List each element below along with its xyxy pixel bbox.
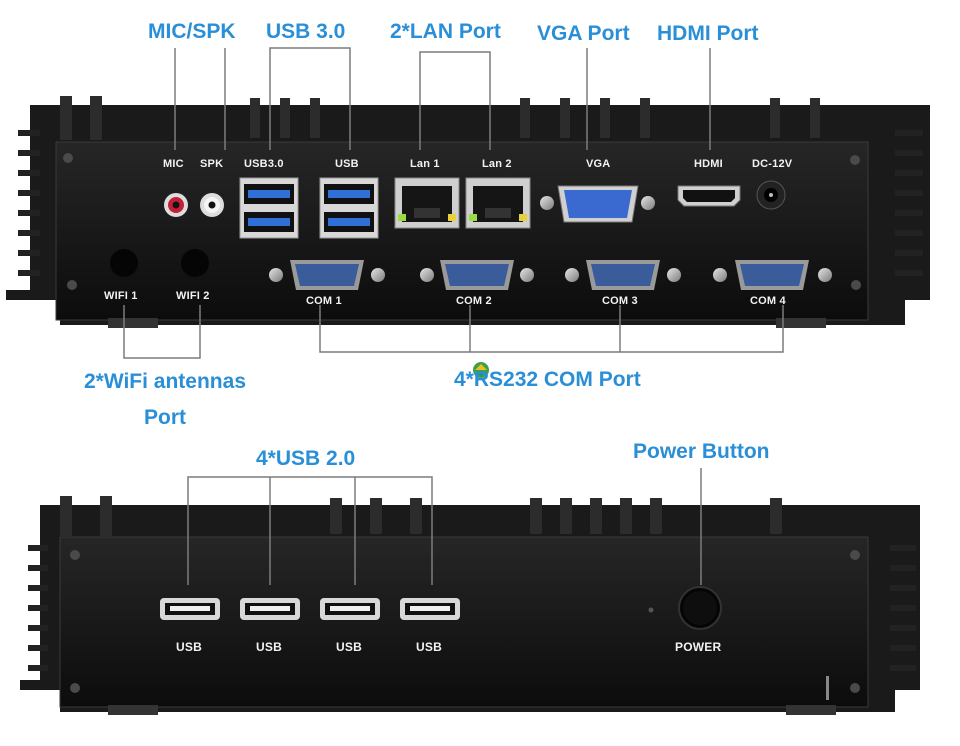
com4-port <box>713 260 832 290</box>
callout-lines <box>123 47 784 585</box>
spk-label: SPK <box>200 158 224 170</box>
com2-label: COM 2 <box>456 295 492 307</box>
front-usb-label-2: USB <box>256 640 282 654</box>
front-usb-2 <box>240 598 300 620</box>
lan2-label: Lan 2 <box>482 158 512 170</box>
wifi2-label: WIFI 2 <box>176 290 210 302</box>
wifi-callout-line2: Port <box>144 406 186 429</box>
power-led <box>648 607 654 613</box>
vga-label: VGA <box>586 158 611 170</box>
com2-port <box>420 260 534 290</box>
usb3-stack-1 <box>239 177 299 239</box>
usb30-callout: USB 3.0 <box>266 20 346 43</box>
wifi1-label: WIFI 1 <box>104 290 138 302</box>
front-usb-label-1: USB <box>176 640 202 654</box>
rear-chassis <box>6 96 930 328</box>
usb3-stack-2 <box>319 177 379 239</box>
hdmi-label: HDMI <box>694 158 723 170</box>
com1-label: COM 1 <box>306 295 342 307</box>
mic-label: MIC <box>163 158 184 170</box>
com1-port <box>269 260 385 290</box>
power-label: POWER <box>675 640 722 654</box>
com3-label: COM 3 <box>602 295 638 307</box>
front-usb-4 <box>400 598 460 620</box>
wifi-callout-line1: 2*WiFi antennas <box>83 370 246 393</box>
lan1-label: Lan 1 <box>410 158 440 170</box>
wifi2-hole <box>181 249 209 277</box>
wifi1-hole <box>110 249 138 277</box>
lan1-port <box>394 177 460 229</box>
dc-jack <box>756 180 786 210</box>
dc-label: DC-12V <box>752 158 793 170</box>
power-button <box>678 586 722 630</box>
com4-label: COM 4 <box>750 295 786 307</box>
front-usb-label-4: USB <box>416 640 442 654</box>
power-callout: Power Button <box>633 440 770 463</box>
hdmi-callout: HDMI Port <box>657 22 759 45</box>
spk-jack <box>200 193 224 217</box>
mic-spk-callout: MIC/SPK <box>148 20 236 43</box>
com-callout: 4*RS232 COM Port <box>454 368 641 391</box>
usb20-callout: 4*USB 2.0 <box>256 447 356 470</box>
front-usb-3 <box>320 598 380 620</box>
lan2-port <box>465 177 531 229</box>
usb-label: USB <box>335 158 359 170</box>
front-usb-label-3: USB <box>336 640 362 654</box>
usb30-label: USB3.0 <box>244 158 284 170</box>
watermark-logo-icon <box>473 362 489 378</box>
front-usb-1 <box>160 598 220 620</box>
vga-port <box>540 185 655 223</box>
lan-callout: 2*LAN Port <box>390 20 501 43</box>
vga-callout: VGA Port <box>537 22 630 45</box>
front-chassis <box>20 496 920 715</box>
hdmi-port <box>677 185 741 207</box>
mic-jack <box>164 193 188 217</box>
com3-port <box>565 260 681 290</box>
